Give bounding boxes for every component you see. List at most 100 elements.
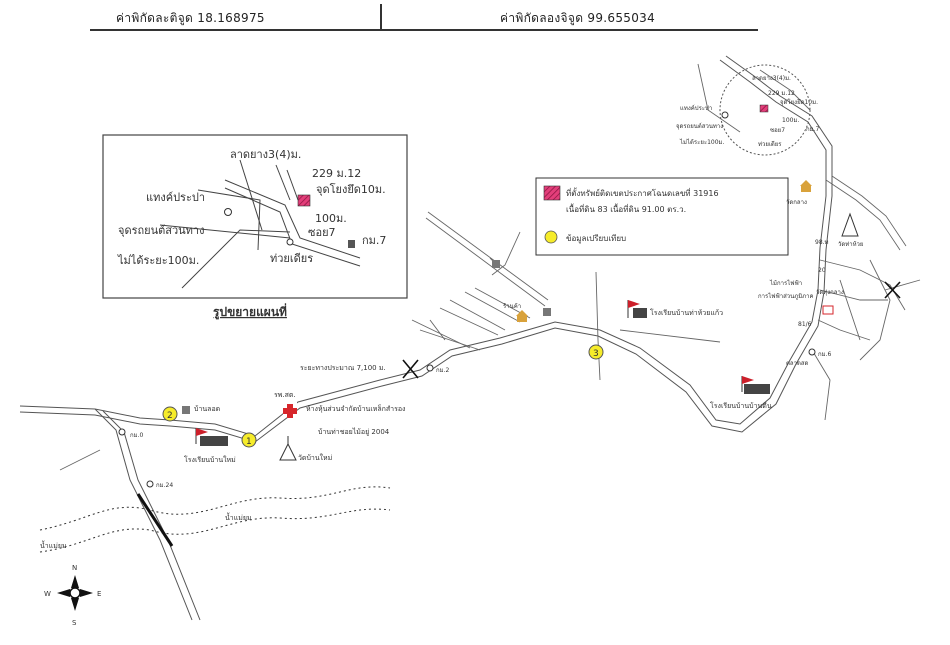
km24-label: กม.24: [156, 482, 173, 489]
legend-frame: [535, 177, 789, 256]
school-left-flag-icon: [196, 428, 208, 436]
school-mid-label: โรงเรียนบ้านท่าห้วยแก้ว: [650, 308, 723, 317]
coordinate-bar: ค่าพิกัดละติจูด 18.168975 ค่าพิกัดลองจิจ…: [90, 4, 758, 31]
marker-1: [241, 432, 257, 448]
temple-right-label: วัดกลาง: [786, 199, 807, 206]
km2-marker-icon: [426, 364, 434, 372]
temple-right-house-icon: [801, 186, 811, 192]
target-tank-label: แทงค์ประปา: [680, 104, 712, 112]
temple-left-label: วัดบ้านใหม่: [298, 453, 332, 462]
compass-w: W: [44, 590, 51, 598]
target-pole-label: จุดโยงยึด10ม.: [780, 98, 818, 106]
bridge-x-icons: [402, 281, 901, 379]
school-r2-label: วัดทุ่งกลาง: [816, 289, 844, 296]
inset-nodist-label: ไม่ได้ระยะ100ม.: [117, 254, 199, 267]
marker-1-label: 1: [246, 437, 252, 447]
landmarks: โรงเรียนบ้านใหม่ วัดบ้านใหม่ รพ.สต. ห้าง…: [118, 180, 863, 489]
inset-frame: [102, 134, 408, 299]
mid-building-icon: [543, 308, 551, 316]
inset-parcel: [297, 194, 311, 207]
target-bridge-label: ท่วยเดียร: [758, 140, 782, 148]
school-left-building-icon: [200, 436, 228, 446]
inset-map: ลาดยาง3(4)ม. 229 ม.12 จุดโยงยึด10ม. 100ม…: [102, 134, 408, 299]
marker-2-label: 2: [167, 411, 173, 421]
target-parcel: [759, 104, 769, 113]
marker-3: [588, 344, 604, 360]
target-km-label: กม.7: [806, 126, 819, 133]
inset-km-marker-icon: [348, 240, 355, 248]
river: [39, 486, 391, 553]
temple-r2-icon: [841, 212, 859, 237]
km24-marker-icon: [146, 480, 154, 488]
junction-building-icon: [182, 406, 190, 414]
inset-bridge-icon: [286, 238, 294, 246]
target-car-label: จุดรถยนต์สวนทาง: [676, 122, 723, 130]
hospital-sub-label: ห้างหุ้นส่วนจำกัดบ้านเหล็กสำรอง: [306, 404, 405, 413]
main-road: [19, 55, 833, 443]
compass-e: E: [97, 590, 101, 598]
school-mid-building-icon: [633, 308, 647, 318]
temple-r2-label: วัดท่าห้วย: [838, 241, 863, 248]
legend-parcel-label: ที่ตั้งทรัพย์ติดเขตประกาศโฉนดเลขที่ 3191…: [566, 187, 719, 198]
target-100m-label: 100ม.: [782, 117, 799, 124]
temple-left-icon: [279, 442, 297, 461]
target-soi-label: ซอย7: [770, 127, 785, 134]
km6-label: กม.6: [818, 351, 831, 358]
inset-car-label: จุดรถยนต์สวนทาง: [118, 224, 204, 237]
hospital-cross-icon: [283, 404, 297, 418]
inset-100m-label: 100ม.: [315, 212, 347, 225]
target-house-label: 229 ม.12: [768, 90, 795, 97]
lumber-label: ไม้การไฟฟ้า: [769, 279, 802, 287]
school-mid-flag-icon: [628, 300, 640, 308]
inset-house-label: 229 ม.12: [312, 167, 361, 180]
inset-pole-label: จุดโยงยึด10ม.: [316, 182, 386, 196]
legend-parcel-area: เนื้อที่ดิน 83 เนื้อที่ดิน 91.00 ตร.ว.: [566, 203, 686, 214]
upper-building-icon: [492, 260, 500, 268]
inset-road-label: ลาดยาง3(4)ม.: [230, 148, 301, 161]
road-20-label: 20: [818, 267, 826, 274]
km6-marker-icon: [808, 348, 816, 356]
target-nodist-label: ไม่ได้ระยะ100ม.: [679, 138, 724, 146]
legend-info-label: ข้อมูลเปรียบเทียบ: [566, 234, 626, 244]
shop-house-icon: [517, 316, 527, 322]
marker-2: [162, 406, 178, 422]
school-right-label: โรงเรียนบ้านบ้านตีน: [710, 401, 772, 410]
coordinate-divider: [380, 4, 382, 30]
inset-bridge-label: ท่วยเดียร: [270, 252, 313, 265]
km2-label: กม.2: [436, 367, 449, 374]
side-streets: [59, 211, 721, 471]
distance-note: ระยะทางประมาณ 7,100 ม.: [300, 364, 386, 372]
school-right-building-icon: [744, 384, 770, 394]
numbered-markers: 1 2 3: [162, 344, 604, 448]
shop-roof-icon: [516, 310, 528, 316]
latitude-label: ค่าพิกัดละติจูด 18.168975: [116, 11, 265, 25]
river-label-mid: น้ำแม่ยม: [225, 511, 252, 522]
shop-label: ร้านค้า: [503, 303, 521, 310]
inset-caption: รูปขยายแผนที่: [213, 303, 287, 320]
inset-roads: [159, 159, 361, 289]
target-road-label: ลาดยาง3(4)ม.: [752, 75, 791, 82]
market-label: ตลาดสด: [786, 360, 809, 367]
target-circle: [719, 64, 811, 156]
legend-parcel-swatch: [543, 185, 561, 201]
river-label-left: น้ำแม่ยม: [40, 539, 67, 550]
longitude-label: ค่าพิกัดลองจิจูด 99.655034: [500, 11, 656, 25]
mill-label: การไฟฟ้าส่วนภูมิภาค: [758, 292, 814, 300]
bridge-icon: [136, 493, 174, 547]
legend: ที่ตั้งทรัพย์ติดเขตประกาศโฉนดเลขที่ 3191…: [535, 177, 789, 256]
inset-soi-label: ซอย7: [308, 226, 336, 239]
temple-right-roof-icon: [800, 180, 812, 186]
compass-s: S: [72, 619, 77, 627]
legend-info-marker-icon: [544, 230, 558, 244]
target-tank-icon: [721, 111, 729, 119]
inset-tank-label: แทงค์ประปา: [146, 191, 205, 204]
marker-3-label: 3: [593, 349, 599, 359]
right-hospital-icon: [822, 305, 834, 315]
km0-marker-icon: [118, 428, 126, 436]
inset-water-tank-icon: [224, 208, 232, 216]
km0-label: กม.0: [130, 432, 143, 439]
hospital-label: รพ.สต.: [274, 391, 296, 399]
left-road: [94, 408, 201, 621]
road-98-label: 98.ท: [815, 239, 829, 246]
